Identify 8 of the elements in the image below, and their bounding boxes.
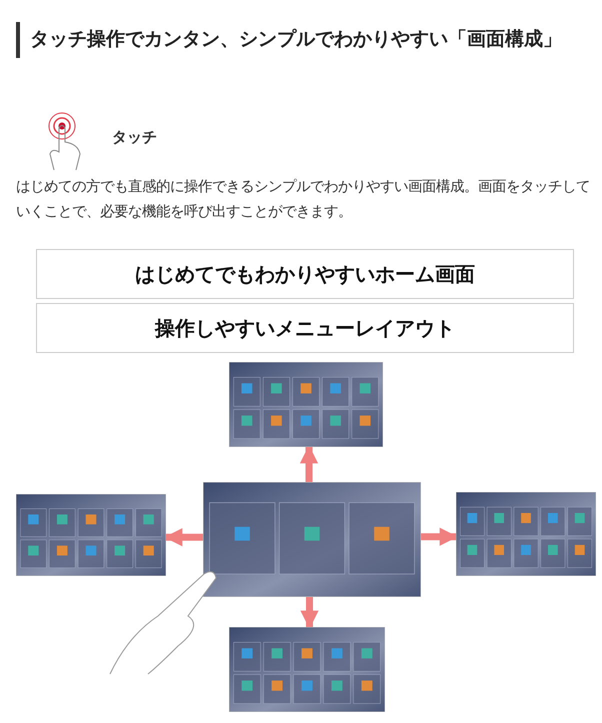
arrow: [300, 445, 318, 482]
touch-label: タッチ: [112, 128, 157, 147]
arrow: [421, 528, 458, 546]
heading-box: 操作しやすいメニューレイアウト: [36, 303, 574, 353]
intro-paragraph: はじめての方でも直感的に操作できるシンプルでわかりやすい画面構成。画面をタッチしていくことで、必要な機能を呼び出すことができます。: [16, 178, 591, 222]
arrow: [300, 597, 319, 629]
heading-box: はじめてでもわかりやすいホーム画面: [36, 249, 574, 299]
page-heading: タッチ操作でカンタン、シンプルでわかりやすい「画面構成」: [30, 27, 562, 52]
